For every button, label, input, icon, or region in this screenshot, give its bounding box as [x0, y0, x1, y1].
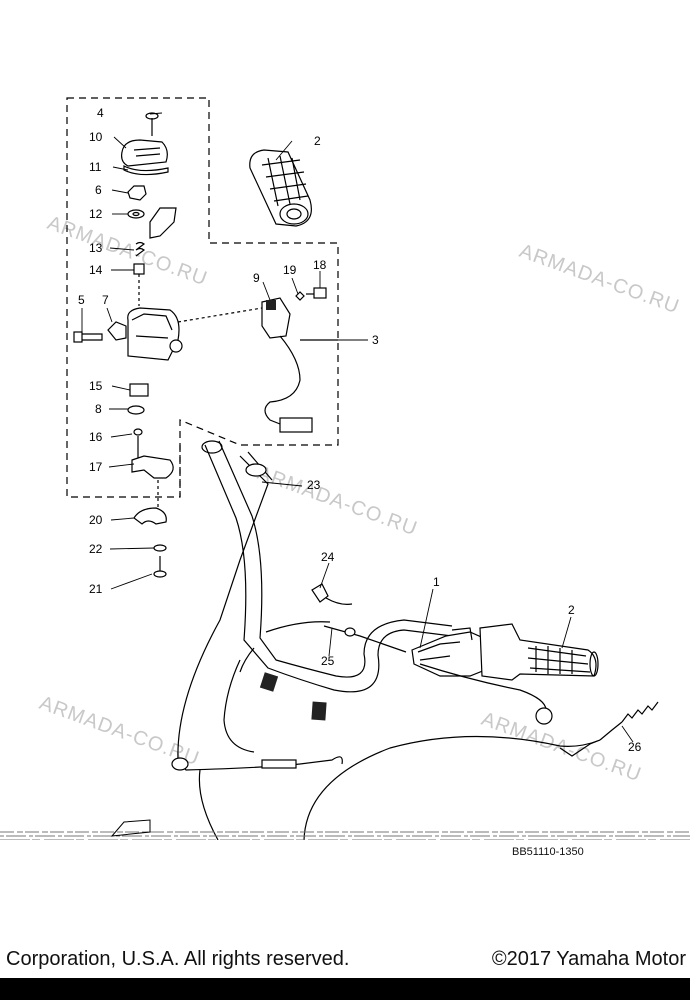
bar-band-2 — [311, 701, 327, 721]
handlebar-tube — [204, 444, 453, 693]
copyright-footer: Corporation, U.S.A. All rights reserved.… — [0, 948, 690, 974]
callout-18: 18 — [313, 258, 327, 272]
callout-24: 24 — [321, 550, 335, 564]
callout-21: 21 — [89, 582, 103, 596]
callout-12: 12 — [89, 207, 103, 221]
callout-11: 11 — [89, 160, 102, 174]
callout-17: 17 — [89, 460, 103, 474]
switch-9 — [261, 297, 313, 433]
callout-6: 6 — [95, 183, 102, 197]
corner-mark — [110, 819, 151, 837]
bushing-15 — [129, 383, 149, 397]
clamp-20 — [133, 507, 167, 525]
ring-16 — [133, 428, 143, 436]
lever-assembly-1 — [411, 627, 553, 725]
callout-1: 1 — [433, 575, 440, 589]
washer-22 — [153, 544, 167, 552]
washer-8 — [127, 405, 145, 415]
screw-18 — [306, 287, 327, 299]
callout-22: 22 — [89, 542, 103, 556]
callout-2-top: 2 — [314, 134, 321, 148]
nut-6 — [127, 185, 147, 201]
spring-13 — [135, 241, 146, 257]
washer-19 — [295, 291, 305, 301]
copyright-right: ©2017 Yamaha Motor — [491, 948, 686, 970]
grip-2-top — [249, 149, 312, 227]
cable-lower-loop — [198, 769, 219, 840]
bushing-14 — [133, 263, 145, 275]
bolt-21 — [153, 556, 167, 578]
screw-4 — [145, 112, 159, 136]
callout-4: 4 — [97, 106, 104, 120]
callout-8: 8 — [95, 402, 102, 416]
washer-12 — [127, 209, 145, 219]
callout-7: 7 — [102, 293, 109, 307]
diagram-code: BB51110-1350 — [512, 846, 584, 858]
callout-13: 13 — [89, 241, 103, 255]
grip-2-right — [479, 623, 599, 681]
callout-15: 15 — [89, 379, 103, 393]
cover-10 — [121, 139, 168, 167]
bar-band-1 — [259, 672, 279, 692]
lever-17 — [131, 436, 174, 479]
parts-diagram: 1 2 2 3 4 5 6 7 8 9 10 11 12 13 14 15 16… — [0, 97, 690, 840]
bolt-5 — [73, 331, 103, 343]
fitting-24 — [311, 583, 353, 605]
callout-26: 26 — [628, 740, 642, 754]
cable-23 — [177, 455, 301, 771]
callout-20: 20 — [89, 513, 103, 527]
dashed-box-left — [66, 97, 339, 498]
scan-edge — [0, 831, 690, 840]
copyright-left: Corporation, U.S.A. All rights reserved. — [6, 948, 350, 970]
gasket-11 — [123, 165, 169, 176]
throttle-housing-7 — [107, 307, 183, 361]
cable-26 — [559, 701, 659, 757]
callout-19: 19 — [283, 263, 297, 277]
callout-5: 5 — [78, 293, 85, 307]
callout-2-right: 2 — [568, 603, 575, 617]
callout-23: 23 — [307, 478, 321, 492]
callout-25: 25 — [321, 654, 335, 668]
callout-16: 16 — [89, 430, 103, 444]
callout-10: 10 — [89, 130, 103, 144]
bottom-band — [0, 978, 690, 1000]
callout-9: 9 — [253, 271, 260, 285]
callout-14: 14 — [89, 263, 103, 277]
cable-25 — [323, 625, 407, 653]
callout-3: 3 — [372, 333, 379, 347]
lever-plate — [149, 207, 177, 239]
